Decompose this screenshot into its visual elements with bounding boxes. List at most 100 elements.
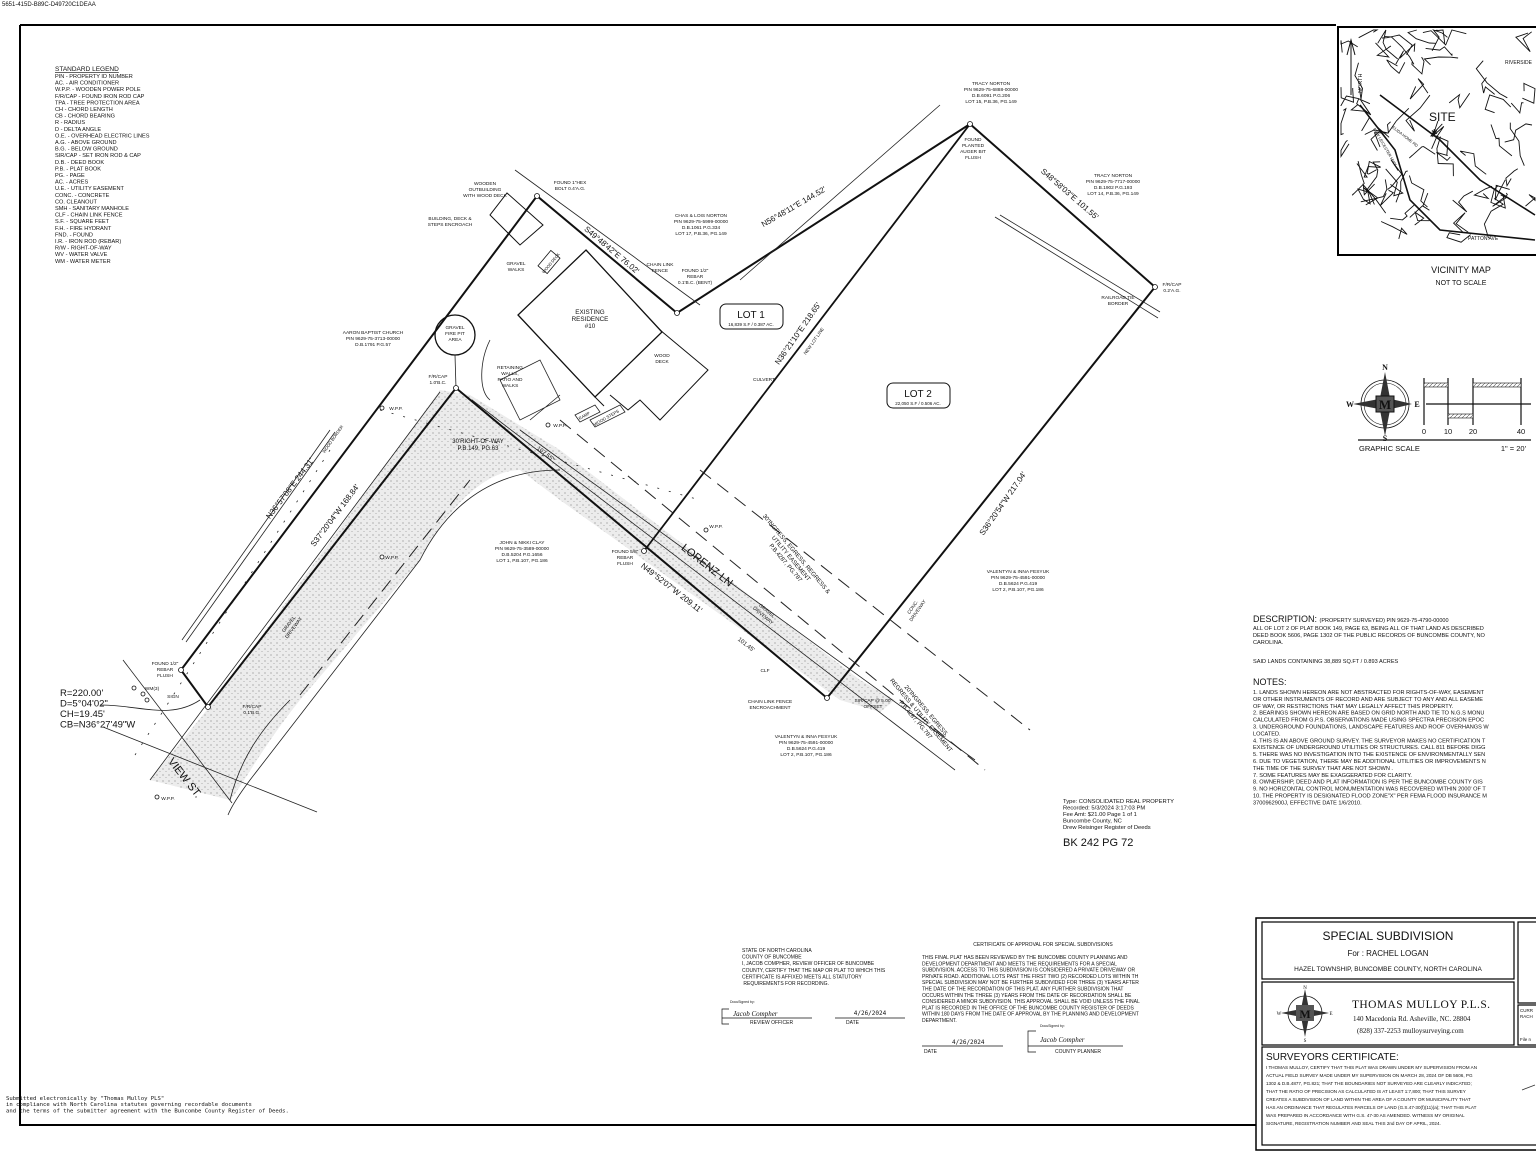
vicinity-road: [1452, 190, 1474, 213]
current-owner-label: CURR: [1520, 1008, 1534, 1013]
text-line: ENCROACHMENT: [749, 705, 790, 711]
svg-text:E: E: [1329, 1012, 1332, 1017]
text-line: PIN 9629-75-6888-00000: [964, 87, 1018, 93]
text-line: EXISTENCE OF UNDERGROUND UTILITIES OR ST…: [1253, 745, 1486, 751]
compass-w: W: [1346, 400, 1354, 409]
vicinity-road: [1385, 168, 1404, 197]
gravel-driveway-area: [150, 390, 895, 800]
notes-heading: NOTES:: [1253, 677, 1287, 687]
text-line: PLANTED: [962, 143, 985, 149]
note-culvert: CULVERT: [753, 377, 775, 383]
vicinity-road: [1436, 136, 1454, 177]
text-line: WOODEN: [474, 181, 497, 187]
text-line: WALKS: [502, 383, 519, 389]
text-line: R=220.00': [60, 688, 103, 699]
lot-2-label: LOT 2 22,050 S.F / 0.506 AC.: [886, 382, 951, 409]
vicinity-road: [1436, 151, 1451, 162]
text-line: LOT 2, P.B.107, PG.186: [992, 587, 1044, 593]
text-line: THE TIME OF THE SURVEY THAT ARE NOT SHOW…: [1253, 766, 1393, 772]
vicinity-map-title: VICINITY MAP: [1431, 265, 1491, 275]
vicinity-road: [1409, 192, 1430, 218]
text-line: STEPS ENCROACH: [428, 222, 473, 228]
text-line: LOT 1, P.B.107, PG.186: [496, 558, 548, 564]
text-line: 30'INGRESS, EGRESS, REGRESS &: [761, 514, 831, 596]
book-page: BK 242 PG 72: [1063, 837, 1133, 849]
text-line: PIN 9629-75-3713-00000: [346, 336, 400, 342]
text-line: Recorded: 5/3/2024 3:17:03 PM: [1063, 806, 1145, 812]
vicinity-road: [1425, 46, 1453, 57]
note-wpp-3: W.P.P.: [385, 555, 398, 561]
vicinity-road: [1386, 59, 1406, 75]
vicinity-road: [1387, 107, 1410, 134]
text-line: FIRE PIT: [445, 331, 465, 337]
vicinity-map-subtitle: NOT TO SCALE: [1436, 280, 1487, 287]
text-line: R/W - RIGHT-OF-WAY: [55, 246, 112, 252]
note-encroach: BUILDING, DECK &STEPS ENCROACH: [428, 216, 473, 228]
text-line: 1.0'B.C.: [430, 380, 447, 386]
text-line: PIN 9629-75-3589-00000: [495, 546, 549, 552]
text-line: FOUND 1"HEX: [554, 180, 587, 186]
text-line: DECK: [655, 359, 669, 365]
scale-tick-20: 20: [1469, 427, 1477, 436]
location: HAZEL TOWNSHIP, BUNCOMBE COUNTY, NORTH C…: [1294, 966, 1482, 973]
vicinity-road: [1360, 179, 1388, 203]
company-logo-compass-icon: M N S W E: [1277, 986, 1333, 1044]
text-line: 7. SOME FEATURES MAY BE EXAGGERATED FOR …: [1253, 773, 1412, 779]
text-line: F/R/CAP - FOUND IRON ROD CAP: [55, 94, 145, 100]
text-line: AUGER BIT: [960, 149, 986, 155]
vicinity-road: [1340, 95, 1371, 106]
small-wood-deck: [537, 249, 561, 275]
vicinity-road: [1504, 123, 1533, 143]
note-wpp-2: W.P.P.: [553, 423, 566, 429]
approval-signer-label: COUNTY PLANNER: [1055, 1049, 1101, 1055]
bearing-west: N36°57'08"E 244.31': [264, 456, 316, 521]
text-line: F/R/CAP: [1163, 282, 1182, 288]
graphic-scale-title: GRAPHIC SCALE: [1359, 444, 1420, 453]
owner-name-partial: RACH: [1520, 1014, 1533, 1019]
review-signer-label: REVIEW OFFICER: [750, 1020, 793, 1026]
note-easement-30: 30'INGRESS, EGRESS, REGRESS &UTILITY EAS…: [750, 514, 831, 605]
vicinity-road: [1510, 102, 1524, 114]
text-line: CERTIFICATE IS AFFIXED MEETS ALL STATUTO…: [742, 974, 863, 980]
text-line: FLUSH: [617, 561, 633, 567]
text-line: CREATES A SUBDIVISION OF LAND WITHIN THE…: [1266, 1097, 1471, 1102]
vicinity-road: [1408, 146, 1436, 159]
vicinity-riverside: RIVERSIDE: [1505, 60, 1533, 66]
wooden-outbuilding: [489, 192, 544, 246]
bearing-north-short: S49°48'42"E 76.02': [582, 225, 641, 276]
text-line: COUNTY, CERTIFY THAT THE MAP OR PLAT TO …: [742, 968, 886, 974]
vicinity-road: [1473, 185, 1493, 200]
overhead-electric-lines: [134, 409, 701, 756]
text-line: THE DATE OF THE RECORDATION OF THIS PLAT…: [922, 987, 1123, 993]
text-line: DEPARTMENT.: [922, 1018, 957, 1024]
vicinity-north-label: NORTH: [1358, 74, 1364, 93]
compass-n: N: [1382, 363, 1388, 372]
text-line: WITH WOOD DECK: [463, 193, 508, 199]
vicinity-road: [1505, 168, 1519, 188]
text-line: A.G. - ABOVE GROUND: [55, 140, 117, 146]
text-line: RAILROAD TIE: [1101, 295, 1134, 301]
svg-text:M: M: [1379, 397, 1391, 412]
vicinity-road: [1356, 98, 1372, 116]
text-line: O.E. - OVERHEAD ELECTRIC LINES: [55, 133, 150, 139]
text-line: Drew Reisinger Register of Deeds: [1063, 825, 1151, 831]
description-text: ALL OF LOT 2 OF PLAT BOOK 149, PAGE 63, …: [1253, 626, 1486, 646]
vicinity-road: [1431, 120, 1445, 149]
text-line: LOT 15, P.B.36, PG.149: [965, 99, 1017, 105]
new-lot-line: [643, 123, 971, 552]
note-wpp-4: W.P.P.: [161, 796, 174, 802]
text-line: LOT 2, P.B.107, PG.186: [780, 752, 832, 758]
text-line: Type: CONSOLIDATED REAL PROPERTY: [1063, 799, 1174, 805]
text-line: AC. - ACRES: [55, 180, 89, 186]
text-line: DEVELOPMENT DEPARTMENT AND MEETS THE REQ…: [922, 961, 1117, 967]
